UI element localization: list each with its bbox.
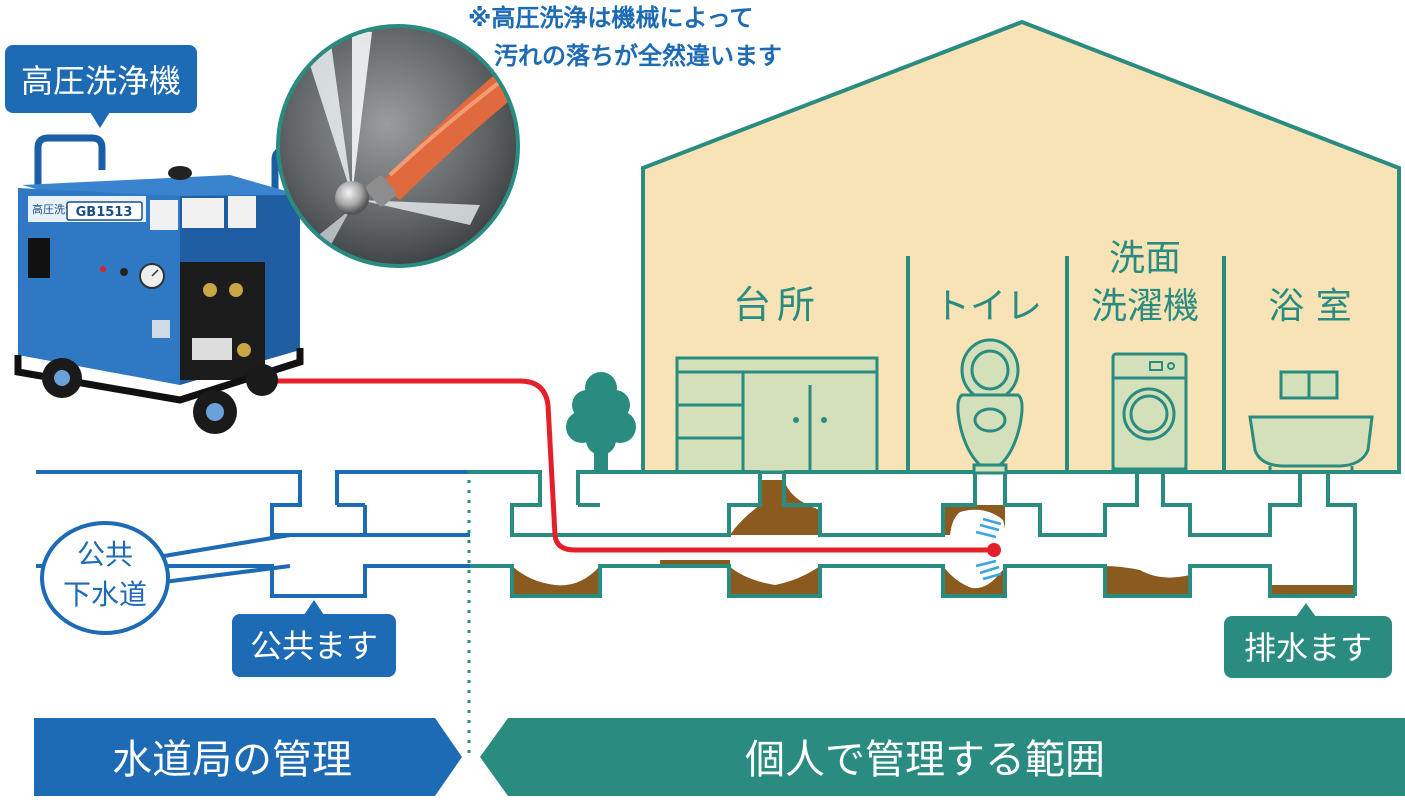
washing-machine-icon: [1111, 352, 1188, 474]
tree-icon: [566, 372, 636, 472]
public-basin-text: 公共ます: [250, 627, 378, 665]
nozzle-photo: [276, 24, 520, 268]
machine-model-text: GB1513: [76, 205, 133, 220]
toilet-icon: [956, 338, 1024, 475]
pressure-washer-illustration: 高圧洗浄機 GB1513: [14, 134, 309, 434]
sewer-label-line1: 公共: [77, 538, 133, 571]
footer-left-text: 水道局の管理: [112, 737, 352, 783]
hose-line: [265, 378, 993, 553]
water-jet-icon: [975, 517, 1002, 581]
private-drain-pipe: [470, 470, 1357, 598]
drain-basin-label: 排水ます: [1224, 603, 1392, 678]
machine-label: 高圧洗浄機: [5, 45, 197, 128]
room-label-bath: 浴 室: [1268, 286, 1351, 327]
sewer-callout: [40, 521, 170, 635]
machine-label-text: 高圧洗浄機: [21, 62, 181, 100]
house: 台所 トイレ 洗面 洗濯機 浴 室: [641, 19, 1401, 475]
sludge-deposits: [512, 480, 1355, 596]
public-basin-label: 公共ます: [232, 600, 396, 677]
footer-right-banner: 個人で管理する範囲: [480, 718, 1405, 796]
footer-left-banner: 水道局の管理: [34, 718, 462, 796]
bathtub-icon: [1248, 370, 1374, 472]
room-label-washroom-2: 洗濯機: [1091, 286, 1199, 327]
room-label-toilet: トイレ: [934, 286, 1042, 327]
room-label-kitchen: 台所: [733, 283, 821, 327]
note-line1: ※高圧洗浄は機械によって: [468, 4, 753, 32]
drain-basin-text: 排水ます: [1244, 629, 1372, 667]
public-sewer-pipe: [36, 470, 470, 598]
sewer-label-line2: 下水道: [63, 578, 147, 611]
room-label-washroom-1: 洗面: [1109, 238, 1181, 279]
note-line2: 汚れの落ちが全然違います: [494, 42, 782, 70]
kitchen-cabinet-icon: [675, 356, 879, 474]
nozzle-icon: [987, 543, 1001, 557]
footer-right-text: 個人で管理する範囲: [745, 737, 1105, 783]
